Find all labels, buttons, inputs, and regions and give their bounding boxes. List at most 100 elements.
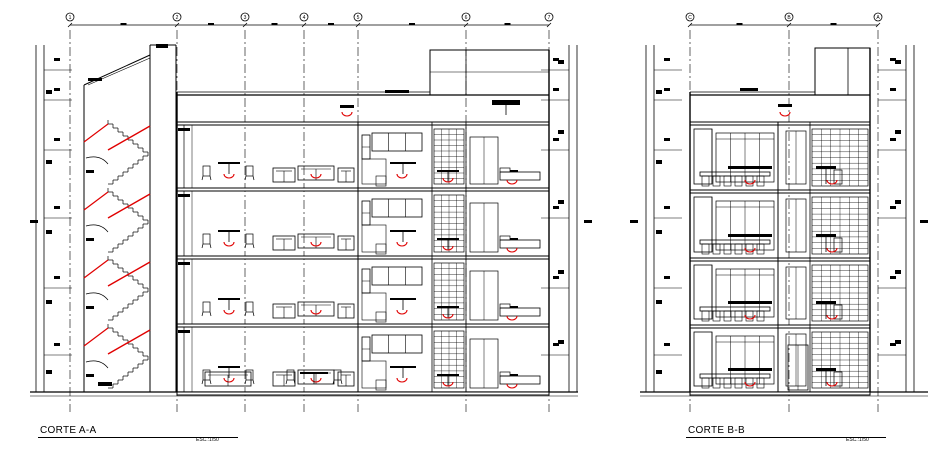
level-tag xyxy=(890,276,896,279)
chair-leg xyxy=(201,311,204,317)
level-tag xyxy=(656,300,662,304)
light-fixture xyxy=(310,241,322,247)
handrail xyxy=(83,327,109,347)
level-tag xyxy=(890,58,896,61)
axis-label: 7 xyxy=(548,15,551,21)
level-tag xyxy=(664,88,670,91)
level-tag xyxy=(664,138,670,141)
chair-leg xyxy=(201,243,204,249)
light-fixture xyxy=(744,179,756,185)
chair xyxy=(202,233,211,245)
light-fixture xyxy=(396,377,408,383)
axis-bubble xyxy=(353,12,363,22)
dimension-value xyxy=(208,23,214,25)
stair-tag xyxy=(156,44,168,48)
bed xyxy=(499,239,541,249)
axis-label: 4 xyxy=(303,15,306,21)
level-tag xyxy=(558,60,564,64)
axis-label: B xyxy=(787,15,791,21)
floor-slab xyxy=(689,391,871,396)
level-tag xyxy=(895,60,901,64)
axis-bubble xyxy=(299,12,309,22)
table-top xyxy=(218,162,240,164)
dimension-value xyxy=(120,23,127,25)
axis-bubble xyxy=(685,12,695,22)
chair xyxy=(333,369,342,381)
level-tag xyxy=(630,220,638,223)
chair xyxy=(245,301,254,313)
counter-top xyxy=(728,301,772,304)
light-fixture xyxy=(396,241,408,247)
level-tag xyxy=(553,276,559,279)
level-tag xyxy=(54,88,60,91)
table-top xyxy=(437,374,459,376)
chair-leg xyxy=(201,175,204,181)
light-fixture xyxy=(442,381,454,387)
cabinet xyxy=(371,198,423,218)
level-tag xyxy=(890,206,896,209)
level-tag xyxy=(54,276,60,279)
stool xyxy=(723,310,732,322)
level-tag xyxy=(895,270,901,274)
stool xyxy=(756,243,765,255)
level-tag xyxy=(920,220,928,223)
chair-leg xyxy=(252,243,255,249)
level-tag xyxy=(558,130,564,134)
light-fixture xyxy=(310,173,322,179)
kitchen-base xyxy=(375,311,387,323)
bed-pillow xyxy=(499,303,511,309)
section-a-underline xyxy=(38,437,238,438)
dimension-tick xyxy=(687,22,693,28)
bed-tag xyxy=(510,374,518,376)
bed-tag xyxy=(510,238,518,240)
kitchen-base xyxy=(361,158,387,185)
axis-bubble xyxy=(461,12,471,22)
counter-top xyxy=(728,368,772,371)
door-head xyxy=(178,330,190,333)
floor-slab xyxy=(176,121,550,126)
chair-leg xyxy=(244,311,247,317)
table-top xyxy=(390,230,416,232)
light-fixture xyxy=(779,111,791,117)
floor-slab xyxy=(176,187,550,192)
axis-label: 5 xyxy=(357,15,360,21)
handrail xyxy=(83,259,109,279)
table-top xyxy=(300,372,328,374)
level-tag xyxy=(46,370,52,374)
chair-leg xyxy=(209,175,212,181)
axis-bubble xyxy=(240,12,250,22)
wc xyxy=(833,371,843,387)
level-tag xyxy=(890,138,896,141)
dimension-tick xyxy=(174,22,180,28)
chair-leg xyxy=(332,379,335,385)
light-fixture xyxy=(506,179,518,185)
level-tag xyxy=(895,200,901,204)
wc xyxy=(833,237,843,253)
wc xyxy=(833,304,843,320)
dimension-value xyxy=(328,23,334,25)
axis-label: 2 xyxy=(176,15,179,21)
light-fixture xyxy=(826,179,838,185)
dimension-value xyxy=(504,23,511,25)
floor-slab xyxy=(176,391,550,396)
stool xyxy=(745,243,754,255)
chair-leg xyxy=(244,243,247,249)
light-fixture xyxy=(744,314,756,320)
light-fixture xyxy=(310,309,322,315)
floor-slab xyxy=(176,255,550,260)
dimension-value xyxy=(409,23,415,25)
stair-tag xyxy=(86,238,94,241)
bed-tag xyxy=(510,170,518,172)
light-fixture xyxy=(506,383,518,389)
level-tag xyxy=(54,206,60,209)
light-fixture xyxy=(223,241,235,247)
stair-landing xyxy=(85,224,109,233)
level-tag xyxy=(664,343,670,346)
dimension-tick xyxy=(242,22,248,28)
chair-leg xyxy=(252,175,255,181)
section-b-title: CORTE B-B xyxy=(688,425,745,436)
door-head xyxy=(178,128,190,131)
roof-tag xyxy=(385,90,409,93)
axis-bubble xyxy=(873,12,883,22)
